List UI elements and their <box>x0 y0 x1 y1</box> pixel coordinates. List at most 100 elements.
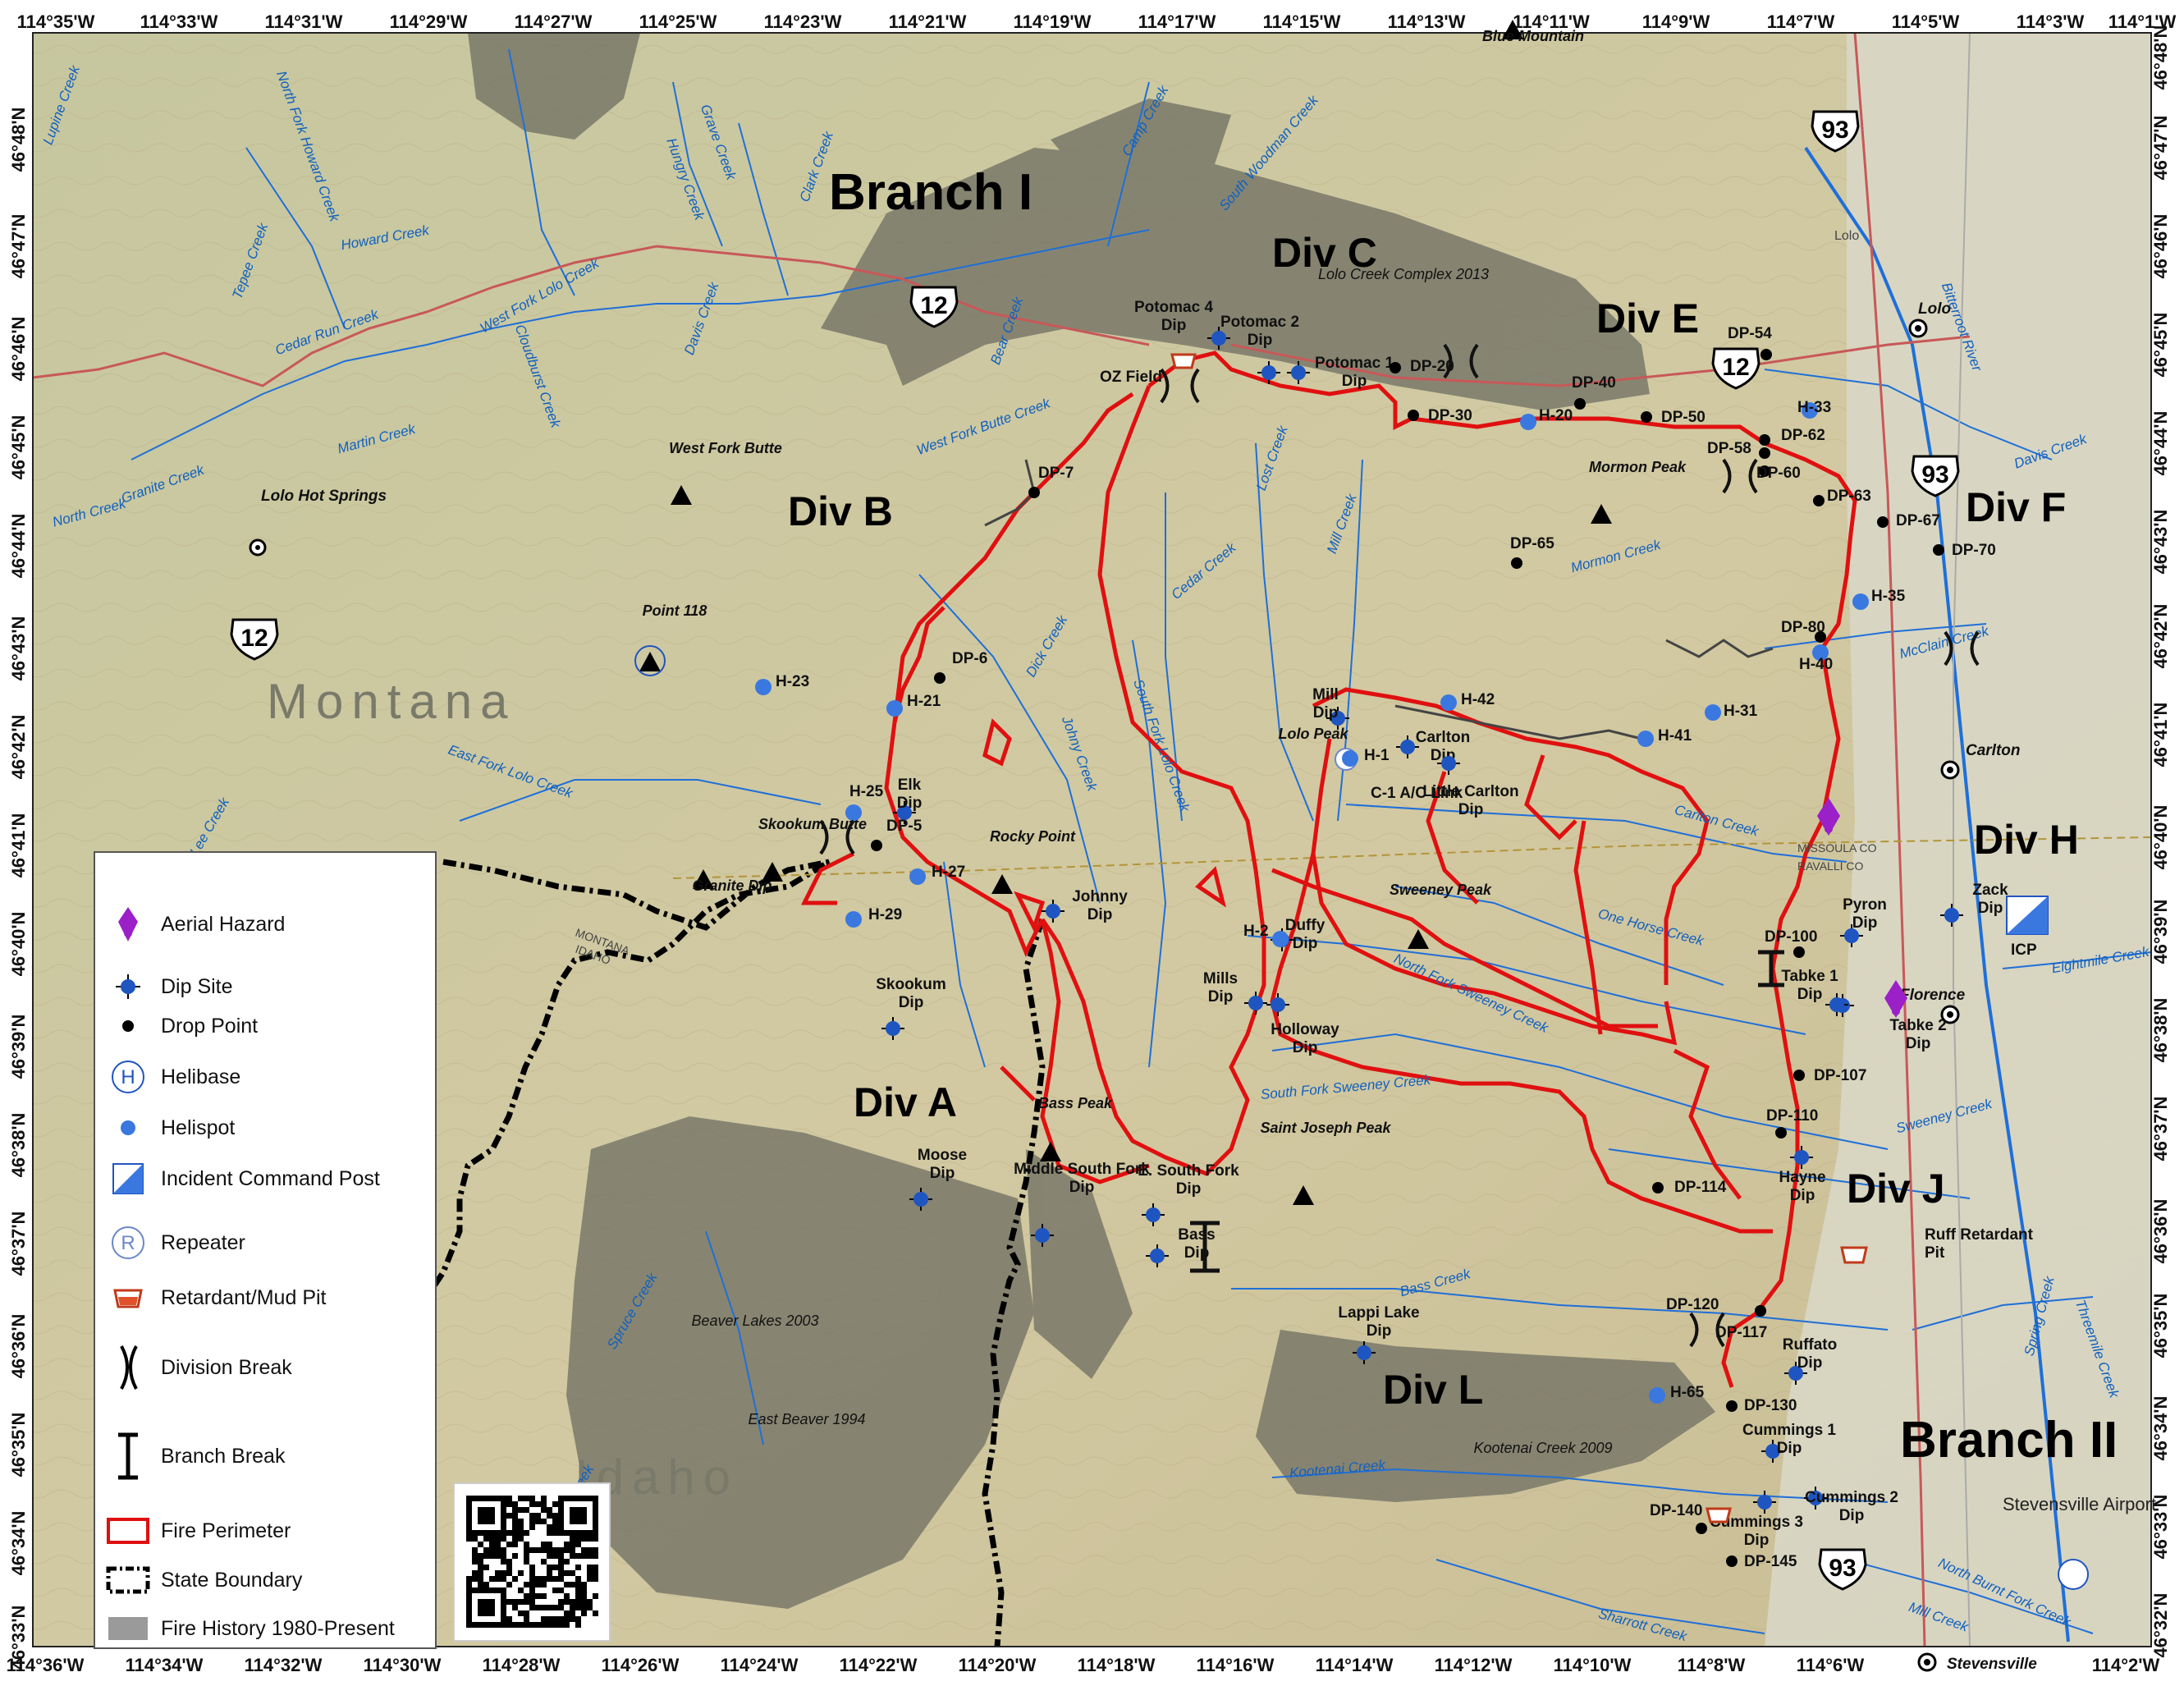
legend-label: Repeater <box>161 1230 245 1254</box>
aerial-hazard-icon <box>95 905 161 943</box>
coord-left-label: 46°47'N <box>8 214 29 279</box>
drop-point-marker <box>1815 631 1826 643</box>
point-label: DP-120 <box>1666 1296 1719 1313</box>
point-label: OZ Field <box>1100 369 1162 386</box>
coord-left-label: 46°44'N <box>8 514 29 579</box>
coord-top-label: 114°5'W <box>1892 11 1960 32</box>
coord-left-label: 46°37'N <box>8 1212 29 1276</box>
drop-point-marker <box>1652 1182 1664 1193</box>
point-label: H-33 <box>1797 399 1831 416</box>
legend-item-division-break: Division Break <box>95 1339 435 1396</box>
creek-layer <box>98 48 2152 1642</box>
drop-point-marker <box>1511 557 1522 569</box>
coord-bottom-label: 114°14'W <box>1316 1655 1394 1675</box>
branch-break-icon <box>95 1432 161 1481</box>
dip-site-marker <box>1790 1146 1813 1169</box>
coord-bottom-label: 114°10'W <box>1554 1655 1632 1675</box>
coord-bottom-label: 114°8'W <box>1678 1655 1746 1675</box>
div-h-label: Div H <box>1974 817 2079 863</box>
coord-right-label: 46°43'N <box>2150 510 2171 575</box>
coord-right-label: 46°41'N <box>2150 703 2171 767</box>
branch-i-label: Branch I <box>829 164 1032 221</box>
legend-label: Helibase <box>161 1065 241 1088</box>
peak-label: Bass Peak <box>1038 1095 1113 1111</box>
helispot-marker <box>1649 1387 1665 1404</box>
coord-left-label: 46°43'N <box>8 616 29 681</box>
helispot-marker <box>1705 704 1721 721</box>
helibase-icon: H <box>95 1059 161 1095</box>
division-break-icon <box>95 1343 161 1392</box>
dip-site-marker <box>1244 992 1267 1015</box>
legend-item-helispot: Helispot <box>95 1107 435 1148</box>
svg-text:12: 12 <box>920 292 947 319</box>
dip-site-marker <box>1353 1341 1376 1364</box>
point-label: H-29 <box>868 906 902 923</box>
qr-code[interactable] <box>453 1482 611 1642</box>
coord-right-label: 46°44'N <box>2150 411 2171 476</box>
legend-item-aerial-hazard: Aerial Hazard <box>95 904 435 945</box>
coord-top-label: 114°17'W <box>1138 11 1216 32</box>
coord-top-label: 114°3'W <box>2017 11 2085 32</box>
dip-site-marker <box>1784 1362 1807 1385</box>
state-boundary-icon <box>95 1566 161 1594</box>
point-label: H-21 <box>907 693 941 710</box>
retardant-pit-marker <box>1706 1507 1732 1523</box>
coord-left-label: 46°34'N <box>8 1511 29 1576</box>
legend-label: Incident Command Post <box>161 1166 380 1190</box>
coord-left-label: 46°41'N <box>8 813 29 878</box>
highway-shield: 93 <box>1818 1548 1867 1591</box>
coord-bottom-label: 114°30'W <box>364 1655 442 1675</box>
peak-label: Rocky Point <box>990 828 1076 845</box>
helispot-icon <box>95 1118 161 1138</box>
legend-item-fire-history: Fire History 1980-Present <box>95 1608 435 1649</box>
dip-site-marker <box>1825 993 1848 1016</box>
legend-label: Fire History 1980-Present <box>161 1616 395 1640</box>
legend-item-state-boundary: State Boundary <box>95 1560 435 1601</box>
coord-top-label: 114°31'W <box>265 11 343 32</box>
coord-bottom-label: 114°28'W <box>483 1655 561 1675</box>
point-label: H-25 <box>849 783 884 800</box>
point-label: H-1 <box>1364 747 1390 764</box>
helispot-marker <box>755 679 771 695</box>
legend-item-helibase: H Helibase <box>95 1056 435 1097</box>
dip-site-marker <box>1146 1244 1169 1267</box>
branch-breaks <box>1190 950 1784 1273</box>
drop-point-marker <box>871 840 882 851</box>
valley-floor <box>1765 33 2151 1647</box>
svg-text:H: H <box>121 1066 135 1088</box>
coord-bottom-label: 114°26'W <box>602 1655 680 1675</box>
point-label: DP-65 <box>1510 535 1554 552</box>
point-label: DP-114 <box>1674 1179 1727 1196</box>
dip-site-marker <box>893 801 916 824</box>
coord-top-label: 114°25'W <box>639 11 717 32</box>
drop-point-marker <box>1759 447 1770 459</box>
coord-bottom-label: 114°22'W <box>840 1655 918 1675</box>
point-label: H-23 <box>776 673 809 690</box>
coord-left-label: 46°36'N <box>8 1314 29 1379</box>
coord-bottom-label: 114°16'W <box>1197 1655 1275 1675</box>
point-label: H-31 <box>1724 703 1758 720</box>
drop-point-marker <box>1793 1070 1805 1081</box>
coord-top-label: 114°21'W <box>889 11 967 32</box>
dip-site-marker <box>1042 900 1065 923</box>
point-label: DP-140 <box>1650 1502 1702 1519</box>
svg-text:MISSOULA CO: MISSOULA CO <box>1797 841 1877 854</box>
legend-item-fire-perimeter: Fire Perimeter <box>95 1510 435 1551</box>
coord-left-label: 46°45'N <box>8 415 29 480</box>
coord-right-label: 46°42'N <box>2150 604 2171 669</box>
coord-left-label: 46°48'N <box>8 108 29 172</box>
legend-item-branch-break: Branch Break <box>95 1427 435 1485</box>
coord-right-label: 46°37'N <box>2150 1097 2171 1161</box>
drop-point-marker <box>1726 1555 1738 1567</box>
legend-label: Dip Site <box>161 974 233 998</box>
